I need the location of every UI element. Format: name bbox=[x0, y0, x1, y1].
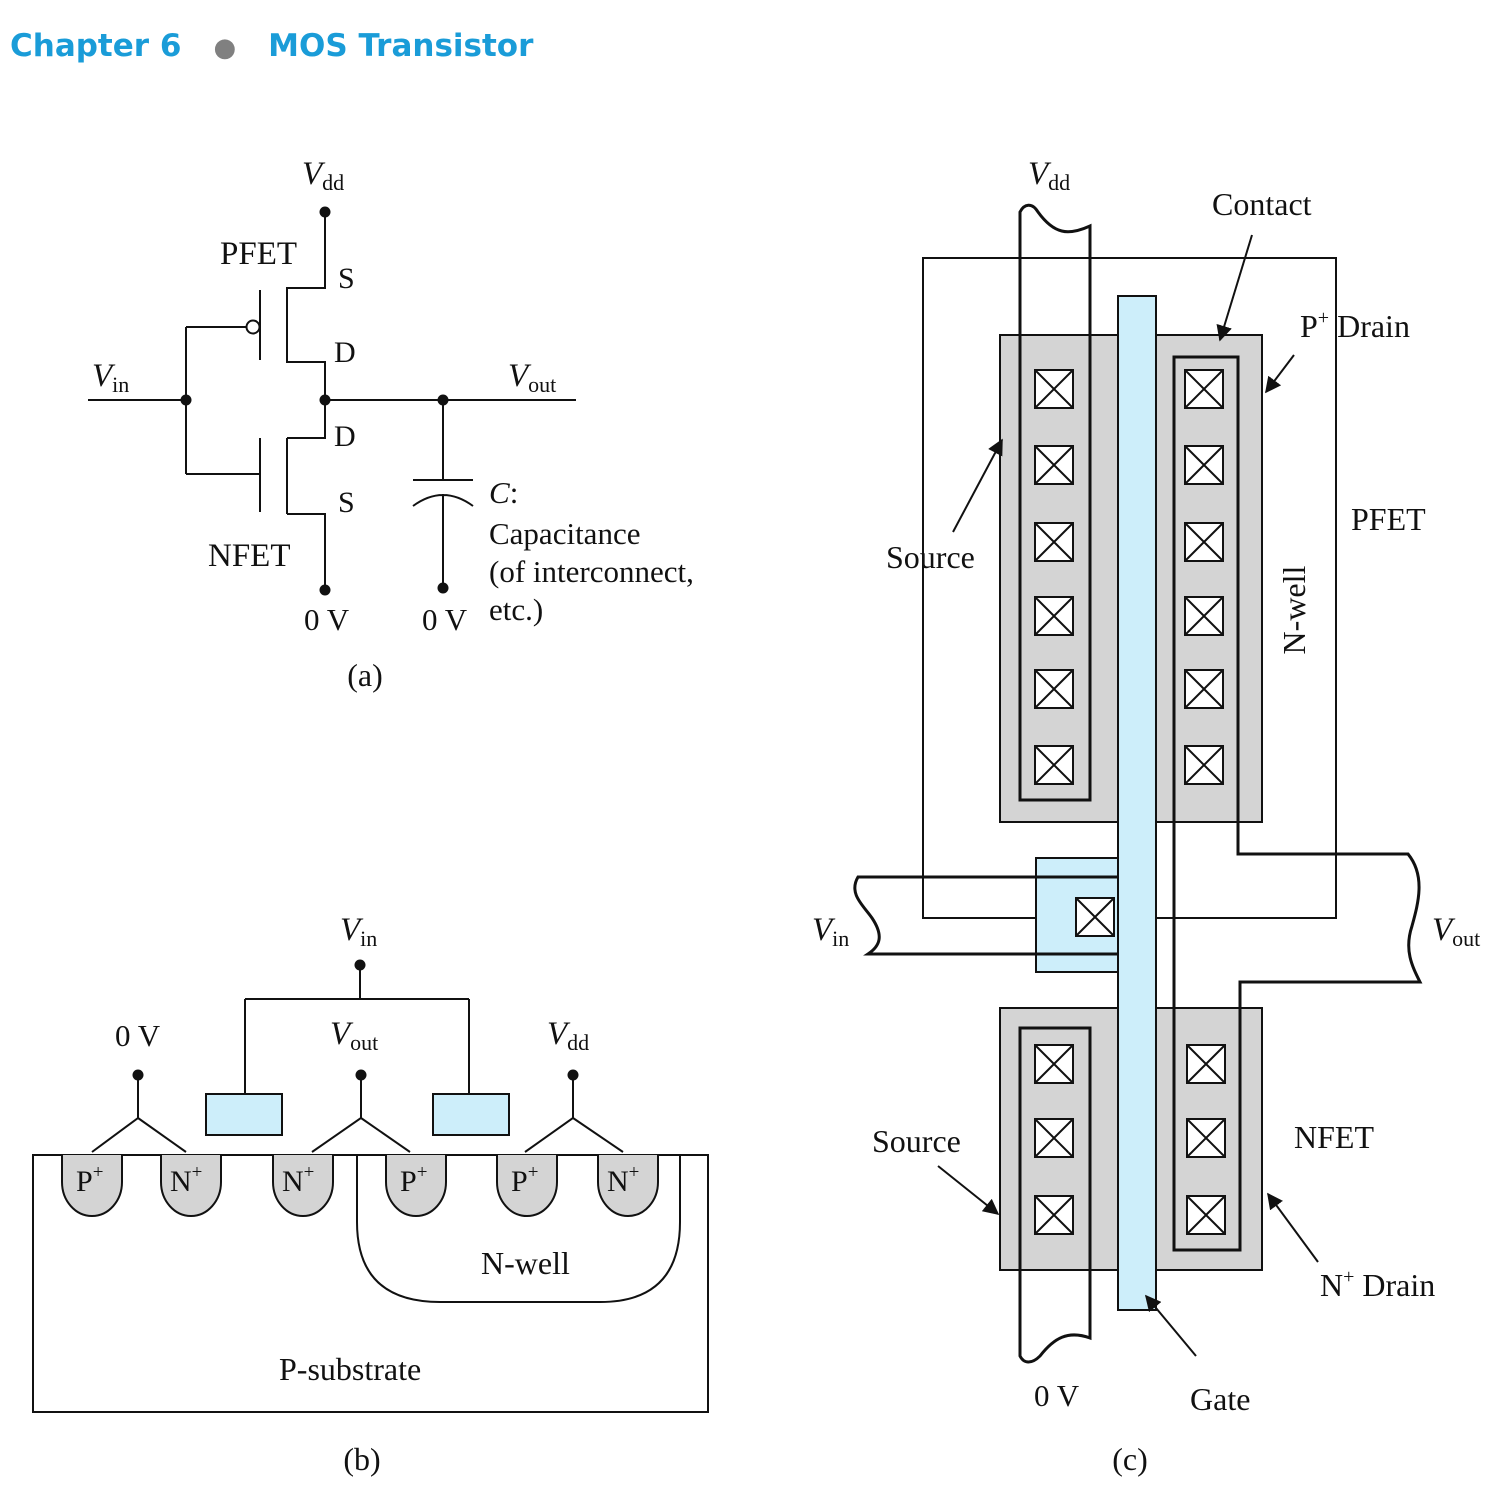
fig-b-vdd-label: Vdd bbox=[547, 1016, 589, 1055]
fig-b-substrate-label: P-substrate bbox=[279, 1351, 421, 1387]
diffusion-p-plus-2 bbox=[385, 1155, 447, 1217]
fig-a-nfet-drain: D bbox=[334, 420, 356, 453]
fig-b-caption: (b) bbox=[343, 1441, 380, 1477]
callout-arrows bbox=[937, 234, 1319, 1357]
gate-input-wire bbox=[88, 326, 260, 475]
fig-a-pfet-label: PFET bbox=[220, 236, 297, 272]
fig-b-vin-label: Vin bbox=[340, 912, 377, 951]
gnd-metal bbox=[1018, 1026, 1092, 1364]
vdd-metal bbox=[1018, 203, 1092, 802]
fig-a-cap-label: C: bbox=[489, 475, 518, 510]
capacitor bbox=[412, 400, 474, 590]
vout-contact-wires bbox=[311, 1075, 411, 1153]
fig-a-cap-line1: Capacitance bbox=[489, 516, 640, 551]
fig-a-nfet-label: NFET bbox=[208, 538, 291, 574]
chapter-header: Chapter 6 ● MOS Transistor bbox=[10, 28, 533, 64]
chapter-title: MOS Transistor bbox=[268, 28, 534, 64]
well-label-4: P+ bbox=[400, 1162, 427, 1198]
diffusion-p-plus-1 bbox=[61, 1155, 123, 1217]
fig-c-pfet-label: PFET bbox=[1351, 501, 1426, 537]
fig-a-cap-line3: etc.) bbox=[489, 592, 543, 627]
vdd-contact-wires bbox=[524, 1075, 624, 1153]
fig-a-cap-line2: (of interconnect, bbox=[489, 554, 694, 589]
fig-a-pfet-source: S bbox=[338, 262, 355, 295]
vout-metal bbox=[1172, 355, 1423, 1252]
diffusion-p-plus-3 bbox=[496, 1155, 558, 1217]
fig-a-gnd1-label: 0 V bbox=[304, 602, 350, 637]
fig-c-nwell-label: N-well bbox=[1276, 565, 1312, 654]
gnd-contact-wires bbox=[91, 1075, 187, 1153]
fig-a-vout-label: Vout bbox=[508, 358, 556, 397]
fig-b-vout-label: Vout bbox=[330, 1016, 378, 1055]
well-label-6: N+ bbox=[607, 1162, 639, 1198]
n-well-region bbox=[356, 1155, 681, 1303]
fig-c-gate-label: Gate bbox=[1190, 1381, 1250, 1417]
fig-c-nfet-label: NFET bbox=[1294, 1119, 1374, 1155]
diffusion-n-plus-1 bbox=[160, 1155, 222, 1217]
chapter-number: Chapter 6 bbox=[10, 28, 182, 64]
bullet-icon: ● bbox=[213, 33, 237, 63]
fig-c-source-bottom-label: Source bbox=[872, 1123, 961, 1159]
gate-input-wires bbox=[244, 965, 470, 1094]
fig-a-nodes bbox=[180, 206, 449, 596]
p-substrate bbox=[32, 1154, 709, 1413]
fig-b-nodes bbox=[132, 959, 579, 1081]
well-label-2: N+ bbox=[170, 1162, 202, 1198]
fig-c-source-top-label: Source bbox=[886, 539, 975, 575]
pfet-bubble bbox=[245, 319, 261, 335]
fig-b-diffusions bbox=[61, 1155, 659, 1217]
fig-a-vdd-label: Vdd bbox=[302, 156, 344, 195]
fig-c-p-drain-label: P+ Drain bbox=[1300, 307, 1410, 344]
fig-a-pfet-drain: D bbox=[334, 336, 356, 369]
well-label-1: P+ bbox=[76, 1162, 103, 1198]
fig-a-nfet-source: S bbox=[338, 486, 355, 519]
fig-c-vdd-label: Vdd bbox=[1028, 156, 1070, 195]
fig-a-gnd2-label: 0 V bbox=[422, 602, 468, 637]
fig-c-vout-label: Vout bbox=[1432, 912, 1480, 951]
nfet-wire bbox=[287, 400, 326, 590]
well-label-5: P+ bbox=[511, 1162, 538, 1198]
fig-c-gnd-label: 0 V bbox=[1034, 1378, 1080, 1413]
fig-a-circuit bbox=[88, 212, 576, 590]
fig-b-cross-section bbox=[32, 965, 709, 1413]
poly-gate bbox=[1117, 295, 1157, 1311]
fig-c-n-drain-label: N+ Drain bbox=[1320, 1266, 1435, 1303]
pmos-poly-gate bbox=[432, 1093, 510, 1136]
fig-a-caption: (a) bbox=[347, 657, 383, 693]
diffusion-n-plus-2 bbox=[272, 1155, 334, 1217]
vin-metal bbox=[853, 875, 1134, 956]
nmos-poly-gate bbox=[205, 1093, 283, 1136]
fig-b-gnd-label: 0 V bbox=[115, 1018, 161, 1053]
fig-c-caption: (c) bbox=[1112, 1441, 1148, 1477]
fig-c-vin-label: Vin bbox=[812, 912, 849, 951]
fig-b-nwell-label: N-well bbox=[481, 1245, 570, 1281]
diffusion-n-plus-3 bbox=[597, 1155, 659, 1217]
fig-c-contact-label: Contact bbox=[1212, 186, 1312, 222]
fig-a-vin-label: Vin bbox=[92, 358, 129, 397]
fig-c-layout bbox=[853, 203, 1423, 1364]
well-label-3: N+ bbox=[282, 1162, 314, 1198]
